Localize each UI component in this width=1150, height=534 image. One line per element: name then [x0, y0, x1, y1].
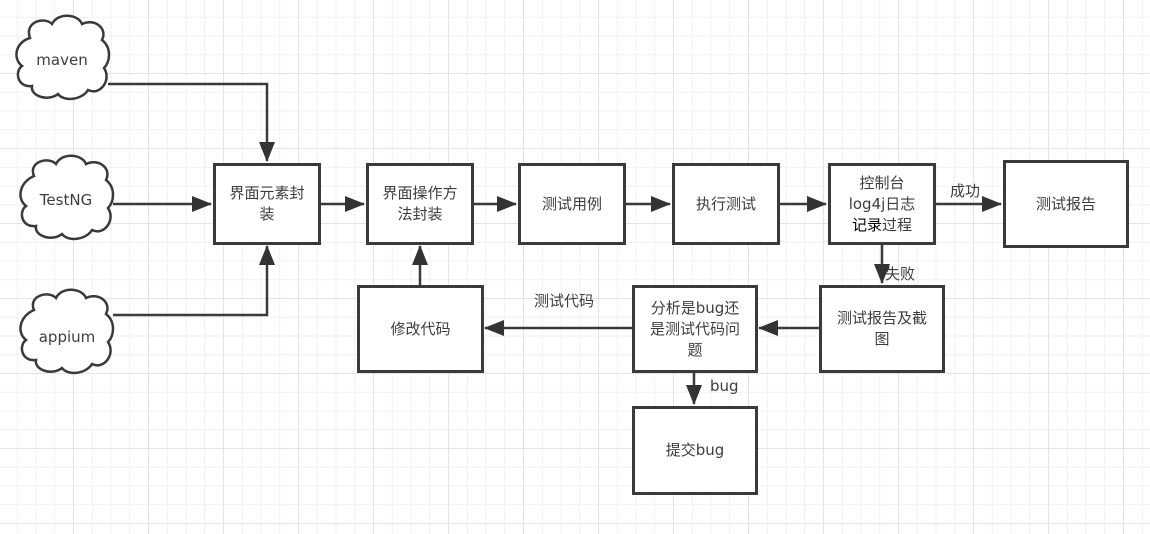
node-label: 执行测试 [695, 194, 756, 213]
node-fix-code: 修改代码 [357, 285, 484, 373]
cloud-label-testng: TestNG [39, 191, 93, 209]
edge-label-bug: bug [710, 377, 739, 395]
cloud-testng [19, 154, 115, 241]
node-label: 修改代码 [390, 319, 451, 338]
edge-maven-to-ui-element [108, 82, 275, 162]
node-label: 分析是bug还是测试代码问题 [649, 298, 740, 359]
node-label: 测试报告 [1035, 194, 1096, 213]
node-label-line3-b: 过程 [882, 215, 913, 234]
edge-label-success: 成功 [950, 182, 981, 200]
node-analysis: 分析是bug还是测试代码问题 [632, 285, 758, 373]
node-label: 测试报告及截图 [836, 309, 927, 348]
cloud-label-maven: maven [36, 51, 88, 69]
node-label: 界面元素封装 [229, 184, 305, 223]
node-submit-bug: 提交bug [632, 406, 758, 495]
cloud-label-appium: appium [38, 328, 96, 346]
cloud-maven [15, 14, 111, 101]
node-label-line3: 记录过程 [852, 215, 912, 236]
edge-label-failure: 失败 [885, 265, 916, 283]
node-label: 界面操作方法封装 [382, 184, 458, 223]
node-report-and-screenshot: 测试报告及截图 [819, 285, 945, 373]
cloud-appium [19, 288, 115, 375]
cloud-shape [15, 14, 111, 101]
node-label-line3-a: 记录 [851, 215, 882, 234]
node-label: 测试用例 [541, 194, 602, 213]
node-label: 提交bug [665, 441, 725, 459]
cloud-shape [19, 154, 115, 241]
edge-appium-to-ui-element [113, 245, 275, 317]
node-test-case: 测试用例 [518, 163, 626, 245]
node-execute-test: 执行测试 [672, 163, 780, 245]
node-label-line1: 控制台 [859, 173, 905, 192]
cloud-shape [19, 288, 115, 375]
node-label-line2: log4j日志 [848, 194, 916, 213]
edge-label-test-code: 测试代码 [534, 292, 595, 310]
node-test-report: 测试报告 [1003, 160, 1129, 248]
node-ui-element-encapsulation: 界面元素封装 [213, 163, 321, 245]
node-console-log4j: 控制台 log4j日志 记录过程 [828, 163, 936, 245]
node-ui-operation-encapsulation: 界面操作方法封装 [366, 163, 474, 245]
